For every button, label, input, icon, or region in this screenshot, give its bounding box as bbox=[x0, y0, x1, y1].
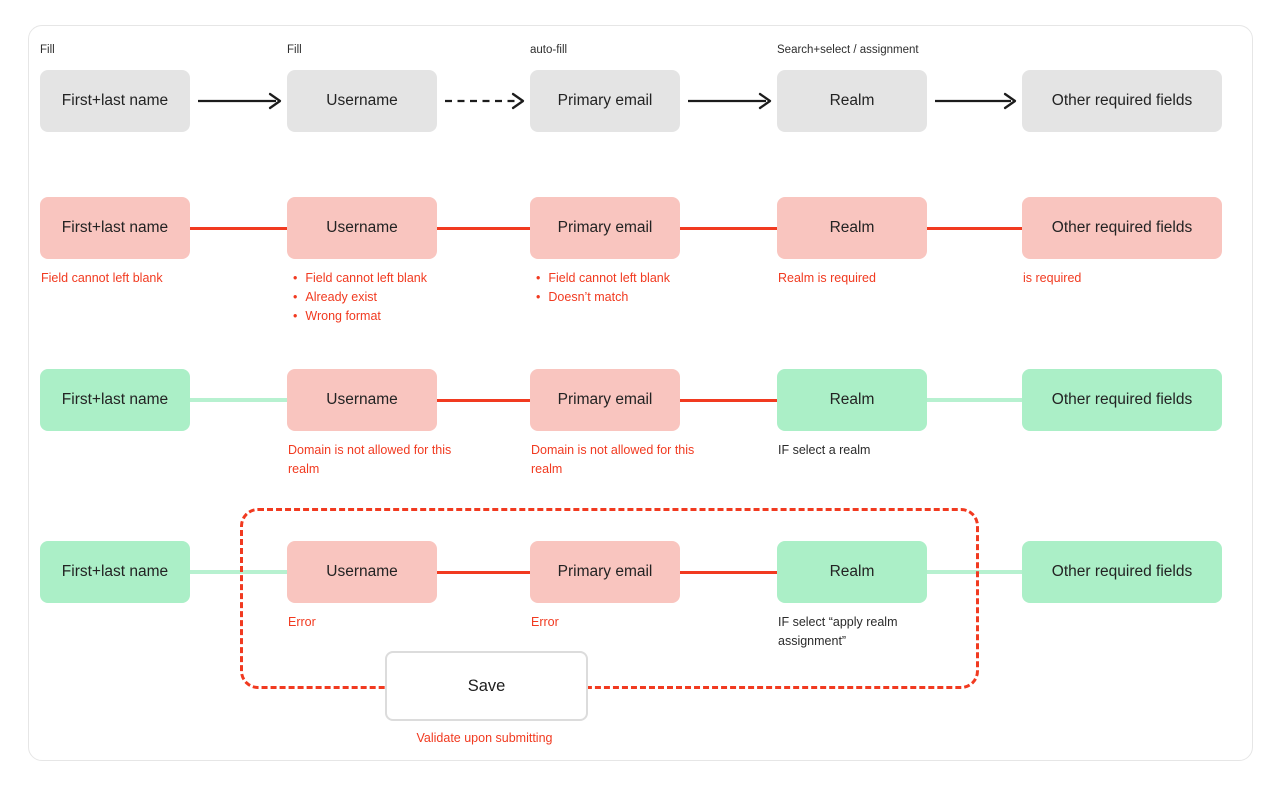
node-primary-email: Primary email bbox=[530, 197, 680, 259]
note-line: IF select “apply realm assignment” bbox=[778, 615, 898, 648]
connector-error-line bbox=[190, 226, 287, 230]
bullet-icon: • bbox=[293, 290, 298, 304]
flow-step-annotation: auto-fill bbox=[530, 44, 568, 56]
connector-ok-line bbox=[927, 398, 1022, 402]
note-line: is required bbox=[1023, 271, 1082, 285]
node-label: Other required fields bbox=[1051, 219, 1193, 236]
note-line: Domain is not allowed for this realm bbox=[288, 443, 452, 476]
note-line: IF select a realm bbox=[778, 443, 871, 457]
node-label: Realm bbox=[829, 563, 875, 580]
flow-step-annotation: Fill bbox=[287, 44, 302, 56]
node-label: Primary email bbox=[557, 563, 653, 580]
note-line: •Already exist bbox=[293, 290, 377, 304]
node-label: First+last name bbox=[61, 219, 169, 236]
node-label: First+last name bbox=[61, 563, 169, 580]
connector-error-line bbox=[437, 226, 530, 230]
node-primary-email: Primary email bbox=[530, 541, 680, 603]
node-label: Realm bbox=[829, 219, 875, 236]
node-label: Username bbox=[326, 219, 398, 236]
node-other-required-fields: Other required fields bbox=[1022, 197, 1222, 259]
note-line: Error bbox=[531, 615, 559, 629]
connector-arrow-dashed-icon bbox=[445, 92, 525, 110]
node-label: Primary email bbox=[557, 219, 653, 236]
note-line: •Field cannot left blank bbox=[536, 271, 670, 285]
node-realm: Realm bbox=[777, 197, 927, 259]
node-primary-email: Primary email bbox=[530, 369, 680, 431]
condition-note: IF select a realm bbox=[778, 441, 870, 460]
error-note: Realm is required bbox=[778, 269, 876, 288]
node-label: Other required fields bbox=[1051, 391, 1193, 408]
node-label: Other required fields bbox=[1051, 92, 1193, 109]
connector-error-line bbox=[680, 398, 777, 402]
error-note: Field cannot left blank bbox=[41, 269, 163, 288]
node-other-required-fields: Other required fields bbox=[1022, 541, 1222, 603]
bullet-icon: • bbox=[293, 271, 298, 285]
connector-ok-line bbox=[190, 398, 287, 402]
node-label: Realm bbox=[829, 391, 875, 408]
node-other-required-fields: Other required fields bbox=[1022, 369, 1222, 431]
error-note: Error bbox=[531, 613, 559, 632]
node-other-required-fields: Other required fields bbox=[1022, 70, 1222, 132]
error-note: Domain is not allowed for this realm bbox=[531, 441, 701, 479]
error-note: •Field cannot left blank •Already exist •W… bbox=[293, 269, 427, 326]
error-note: Error bbox=[288, 613, 316, 632]
note-line: •Field cannot left blank bbox=[293, 271, 427, 285]
connector-arrow-icon bbox=[935, 92, 1017, 110]
connector-arrow-icon bbox=[198, 92, 282, 110]
error-note: •Field cannot left blank •Doesn’t match bbox=[536, 269, 670, 307]
bullet-icon: • bbox=[536, 290, 541, 304]
connector-error-line bbox=[437, 398, 530, 402]
node-primary-email: Primary email bbox=[530, 70, 680, 132]
validation-scope-outline bbox=[240, 508, 979, 689]
node-realm: Realm bbox=[777, 70, 927, 132]
note-line: Domain is not allowed for this realm bbox=[531, 443, 695, 476]
condition-note: IF select “apply realm assignment” bbox=[778, 613, 910, 651]
note-line: Error bbox=[288, 615, 316, 629]
node-first-last-name: First+last name bbox=[40, 541, 190, 603]
connector-arrow-icon bbox=[688, 92, 772, 110]
connector-error-line bbox=[927, 226, 1022, 230]
connector-error-line bbox=[437, 570, 530, 574]
bullet-icon: • bbox=[536, 271, 541, 285]
node-first-last-name: First+last name bbox=[40, 369, 190, 431]
node-label: First+last name bbox=[61, 92, 169, 109]
connector-error-line bbox=[680, 570, 777, 574]
connector-error-line bbox=[680, 226, 777, 230]
error-note: Domain is not allowed for this realm bbox=[288, 441, 458, 479]
node-label: Username bbox=[326, 391, 398, 408]
node-label: Primary email bbox=[557, 391, 653, 408]
flow-step-annotation: Fill bbox=[40, 44, 55, 56]
node-label: First+last name bbox=[61, 391, 169, 408]
node-label: Realm bbox=[829, 92, 875, 109]
node-label: Username bbox=[326, 563, 398, 580]
node-label: Other required fields bbox=[1051, 563, 1193, 580]
save-button[interactable]: Save bbox=[385, 651, 588, 721]
save-caption: Validate upon submitting bbox=[416, 731, 553, 745]
note-line: •Wrong format bbox=[293, 309, 381, 323]
node-username: Username bbox=[287, 541, 437, 603]
node-first-last-name: First+last name bbox=[40, 70, 190, 132]
node-realm: Realm bbox=[777, 541, 927, 603]
node-realm: Realm bbox=[777, 369, 927, 431]
connector-ok-line bbox=[190, 570, 287, 574]
node-username: Username bbox=[287, 369, 437, 431]
flow-step-annotation: Search+select / assignment bbox=[777, 44, 919, 56]
node-username: Username bbox=[287, 70, 437, 132]
node-label: Username bbox=[326, 92, 398, 109]
node-username: Username bbox=[287, 197, 437, 259]
note-line: Realm is required bbox=[778, 271, 876, 285]
note-line: Field cannot left blank bbox=[41, 271, 163, 285]
bullet-icon: • bbox=[293, 309, 298, 323]
error-note: is required bbox=[1023, 269, 1081, 288]
node-first-last-name: First+last name bbox=[40, 197, 190, 259]
connector-ok-line bbox=[927, 570, 1022, 574]
node-label: Primary email bbox=[557, 92, 653, 109]
note-line: •Doesn’t match bbox=[536, 290, 629, 304]
